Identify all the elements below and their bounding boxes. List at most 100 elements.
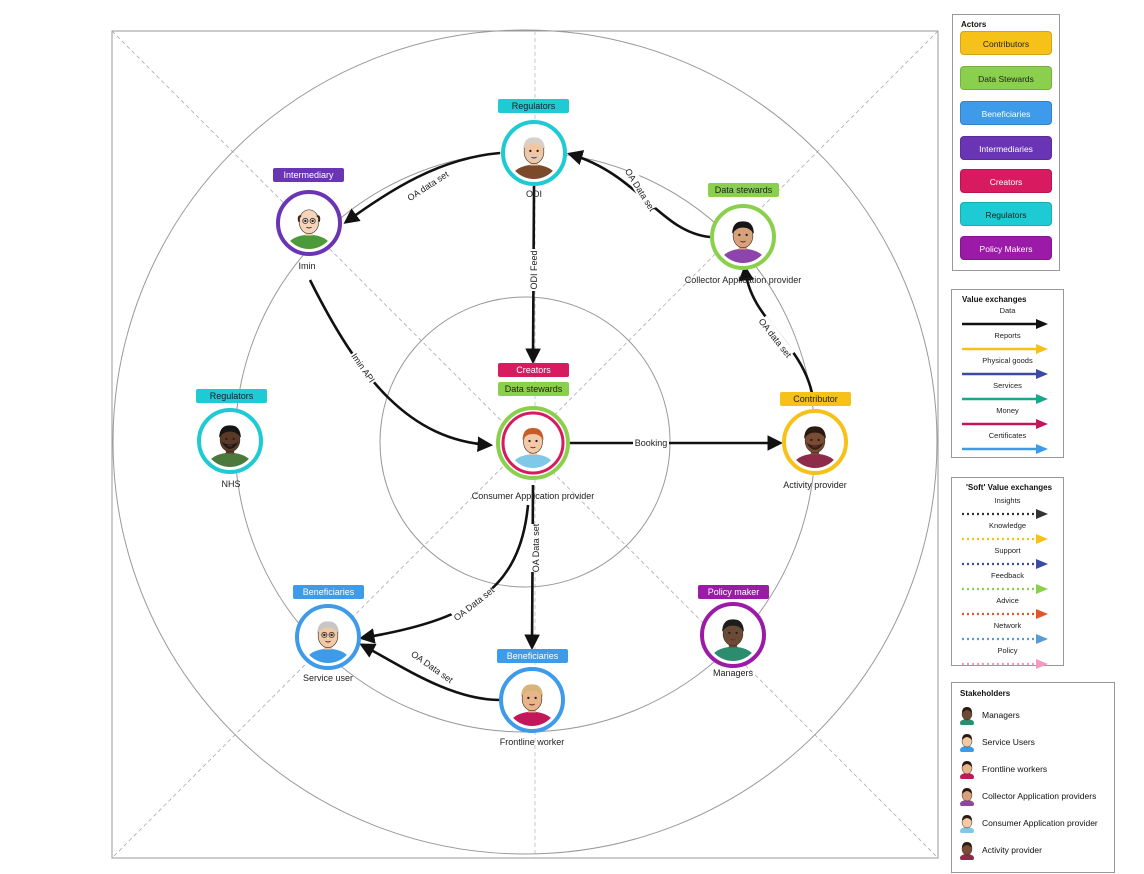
stakeholder-avatar-icon (960, 761, 974, 779)
node-tag-odi: Regulators (498, 99, 569, 113)
stakeholder-label: Service Users (982, 737, 1035, 747)
value-label-data: Data (999, 306, 1016, 315)
edge-label-consumer-service: OA Data set (452, 585, 497, 623)
stakeholder-label: Activity provider (982, 845, 1042, 855)
stakeholder-avatar-icon (960, 734, 974, 752)
stakeholder-label: Managers (982, 710, 1020, 720)
soft-label-insights: Insights (994, 496, 1021, 505)
stakeholder-row: Collector Application providers (958, 786, 1096, 806)
edge-label-activity-collector: OA data set (757, 316, 794, 360)
soft-label-advice: Advice (996, 596, 1019, 605)
soft-label-knowledge: Knowledge (988, 521, 1027, 530)
soft-arrow-network (962, 634, 1048, 644)
node-name-nhs: NHS (221, 479, 241, 489)
node-tag-imin: Intermediary (273, 168, 344, 182)
avatar-activity (782, 409, 848, 475)
edge-label-booking: Booking (635, 438, 668, 448)
legend-actors-title: Actors (961, 20, 987, 29)
legend-value-title: Value exchanges (962, 295, 1027, 304)
edge-label-odi-imin: OA data set (406, 169, 451, 203)
soft-arrow-advice (962, 609, 1048, 619)
node-name-activity: Activity provider (783, 480, 847, 490)
stakeholder-row: Activity provider (958, 840, 1042, 860)
edge-odi-to-imin (343, 151, 501, 224)
stakeholder-row: Managers (958, 705, 1020, 725)
avatar-consumer (496, 406, 570, 480)
node-tag-nhs: Regulators (196, 389, 267, 403)
legend-stakeholders-title: Stakeholders (960, 689, 1011, 698)
node-name-imin: Imin (298, 261, 316, 271)
edge-consumer-to-serviceuser (358, 504, 530, 644)
edge-label-collector-odi: OA Data set (623, 167, 657, 214)
soft-arrow-policy (962, 659, 1048, 669)
avatar-odi (501, 120, 567, 186)
node-tag-service-user: Beneficiaries (293, 585, 364, 599)
node-tag-activity: Contributor (780, 392, 851, 406)
avatar-managers (700, 602, 766, 668)
node-tag-managers: Policy maker (698, 585, 769, 599)
soft-arrow-knowledge (962, 534, 1048, 544)
soft-label-support: Support (994, 546, 1021, 555)
stakeholder-label: Consumer Application provider (982, 818, 1098, 828)
soft-arrow-insights (962, 509, 1048, 519)
value-label-physical-goods: Physical goods (982, 356, 1033, 365)
value-arrow-data (962, 319, 1048, 329)
legend-actors: Actors Contributors Data Stewards Benefi… (952, 14, 1060, 271)
soft-label-feedback: Feedback (991, 571, 1024, 580)
actor-data-stewards: Data Stewards (960, 66, 1052, 90)
avatar-frontline (499, 667, 565, 733)
actor-creators: Creators (960, 169, 1052, 193)
soft-arrow-feedback (962, 584, 1048, 594)
value-label-money: Money (996, 406, 1019, 415)
stakeholder-avatar-icon (960, 842, 974, 860)
stakeholder-avatar-icon (960, 707, 974, 725)
avatar-service-user (295, 604, 361, 670)
value-arrow-certificates (962, 444, 1048, 454)
node-name-consumer: Consumer Application provider (471, 491, 595, 501)
soft-label-policy: Policy (997, 646, 1018, 655)
value-arrow-physical-goods (962, 369, 1048, 379)
stakeholder-label: Collector Application providers (982, 791, 1097, 801)
stakeholder-row: Consumer Application provider (958, 813, 1098, 833)
legend-soft-title: 'Soft' Value exchanges (966, 483, 1053, 492)
outer-ring (112, 29, 938, 855)
node-name-frontline: Frontline worker (499, 737, 565, 747)
soft-label-network: Network (993, 621, 1022, 630)
node-name-managers: Managers (712, 668, 754, 678)
edge-imin-to-consumer (308, 279, 494, 452)
node-name-odi: ODI (525, 189, 542, 199)
node-tag-consumer-creators: Creators (498, 363, 569, 377)
node-name-collector: Collector Application provider (684, 275, 802, 285)
value-label-certificates: Certificates (988, 431, 1027, 440)
value-label-services: Services (993, 381, 1022, 390)
edge-frontline-to-serviceuser (359, 643, 501, 702)
node-tag-collector: Data stewards (708, 183, 779, 197)
value-arrow-services (962, 394, 1048, 404)
stakeholder-row: Frontline workers (958, 759, 1047, 779)
stakeholder-label: Frontline workers (982, 764, 1048, 774)
avatar-imin (276, 190, 342, 256)
actor-beneficiaries: Beneficiaries (960, 101, 1052, 125)
value-arrow-reports (962, 344, 1048, 354)
diagram-frame (111, 30, 939, 859)
edge-label-odi-feed: ODI Feed (529, 250, 539, 289)
edge-activity-to-collector (738, 264, 814, 394)
node-tag-consumer-datastewards: Data stewards (498, 382, 569, 396)
stakeholder-avatar-icon (960, 815, 974, 833)
node-name-service-user: Service user (302, 673, 354, 683)
stakeholder-avatar-icon (960, 788, 974, 806)
edge-label-frontline-service: OA Data set (409, 649, 455, 685)
node-tag-frontline: Beneficiaries (497, 649, 568, 663)
actor-contributors: Contributors (960, 31, 1052, 55)
value-arrow-money (962, 419, 1048, 429)
actor-regulators: Regulators (960, 202, 1052, 226)
actor-policy-makers: Policy Makers (960, 236, 1052, 260)
avatar-collector (710, 204, 776, 270)
actor-intermediaries: Intermediaries (960, 136, 1052, 160)
value-label-reports: Reports (994, 331, 1021, 340)
soft-arrow-support (962, 559, 1048, 569)
